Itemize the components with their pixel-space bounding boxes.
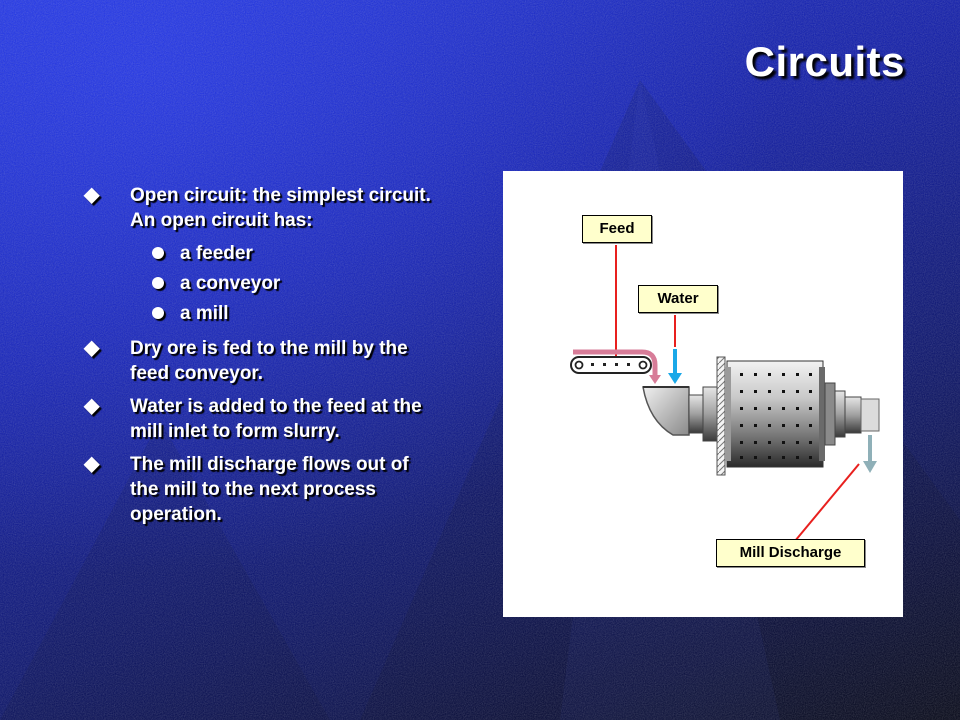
feed-chute [642,386,690,436]
mill-discharge-label: Mill Discharge [716,539,865,567]
slide-title: Circuits [744,38,905,85]
sub-bullet-text: a feeder [180,243,253,264]
diamond-bullet-icon: ◆ [84,337,100,359]
water-inlet-arrow [668,349,682,384]
round-bullet-icon [152,247,164,259]
bullet-text: Dry ore is fed to the mill by the feed c… [130,338,408,384]
mill-inlet-trunnion [688,386,718,442]
round-bullet-icon [152,307,164,319]
bullet-text: Water is added to the feed at the mill i… [130,396,422,442]
bullet-item: ◆ Water is added to the feed at the mill… [82,394,442,444]
water-label: Water [638,285,718,313]
sub-bullet-item: a feeder [82,241,442,266]
mill-outlet-trunnion [824,382,880,446]
bullet-item: ◆ The mill discharge flows out of the mi… [82,452,442,527]
sub-bullet-text: a conveyor [180,273,281,294]
mill-support-pier [716,356,726,476]
bullet-text: The mill discharge flows out of the mill… [130,454,409,525]
grinding-mill-drum [725,360,825,468]
sub-bullet-item: a conveyor [82,271,442,296]
mill-illustration [570,245,880,542]
feed-conveyor [570,349,661,384]
discharge-outlet-arrow [863,435,877,473]
open-circuit-diagram: Feed Water Mill Discharge [503,171,903,617]
sub-bullet-text: a mill [180,303,229,324]
diamond-bullet-icon: ◆ [84,453,100,475]
diamond-bullet-icon: ◆ [84,395,100,417]
bullet-list: ◆ Open circuit: the simplest circuit. An… [82,183,442,535]
feed-label: Feed [582,215,652,243]
bullet-item: ◆ Open circuit: the simplest circuit. An… [82,183,442,233]
sub-bullet-item: a mill [82,301,442,326]
bullet-text: Open circuit: the simplest circuit. An o… [130,185,431,231]
bullet-item: ◆ Dry ore is fed to the mill by the feed… [82,336,442,386]
diamond-bullet-icon: ◆ [84,184,100,206]
discharge-leader-line [794,463,860,542]
round-bullet-icon [152,277,164,289]
